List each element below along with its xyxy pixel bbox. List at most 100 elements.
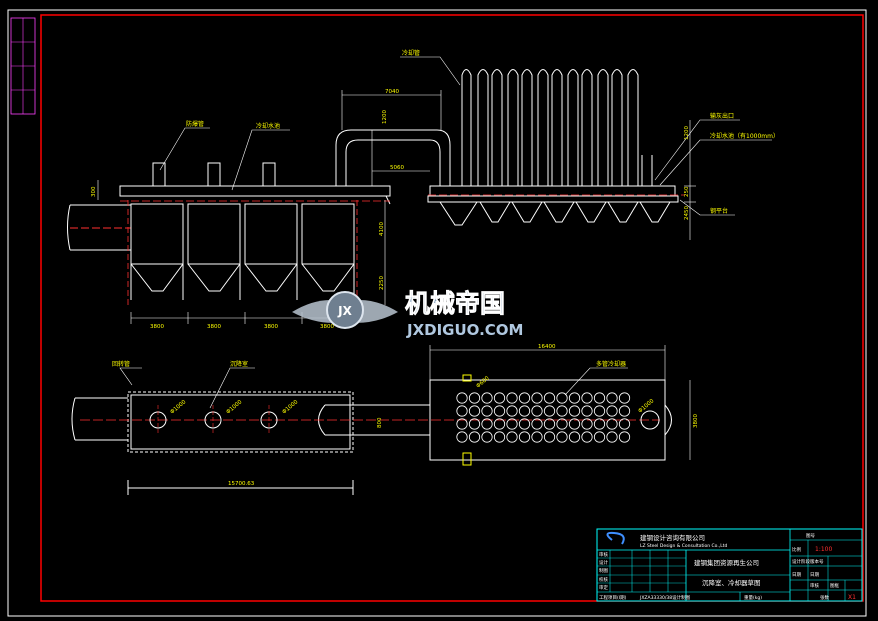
dim-800: 800 bbox=[377, 417, 383, 428]
cooler-tube bbox=[606, 392, 618, 404]
label-settling-chamber: 沉降室 bbox=[230, 360, 248, 368]
dim-phi600: Φ600 bbox=[475, 375, 491, 389]
label-cooling-pipe: 冷却管 bbox=[402, 49, 420, 57]
tb-stage-label: 设计阶段 bbox=[792, 558, 810, 565]
cooler-tube bbox=[543, 405, 556, 417]
tb-left-row-2: 设计 bbox=[599, 559, 608, 566]
cooler-tube bbox=[568, 431, 581, 443]
dim-1200-top: 1200 bbox=[382, 110, 388, 124]
cooler-tube bbox=[456, 418, 468, 430]
tb-right-row-1: 版本号 bbox=[810, 558, 824, 565]
dim-250: 250 bbox=[684, 186, 690, 197]
cooler-tube bbox=[618, 431, 631, 443]
watermark-title: 机械帝国 bbox=[405, 289, 505, 318]
cooler-tube bbox=[606, 405, 618, 417]
dim-2250: 2250 bbox=[379, 276, 385, 290]
cooler-tube bbox=[618, 392, 631, 404]
cooler-tube bbox=[593, 431, 606, 443]
cooler-tube bbox=[618, 418, 631, 430]
label-ash-outlet: 输灰出口 bbox=[710, 112, 734, 120]
cooler-tube bbox=[481, 392, 493, 404]
dim-3800-b: 3800 bbox=[207, 324, 221, 330]
cooler-tube bbox=[481, 418, 493, 430]
dim-4100: 4100 bbox=[379, 222, 385, 236]
tb-left-row-1: 审核 bbox=[599, 551, 608, 558]
cooler-tube bbox=[481, 431, 493, 443]
cooler-tube bbox=[581, 405, 593, 417]
label-rotary-pipe: 回转管 bbox=[112, 360, 130, 368]
dim-phi1000-c: Φ1000 bbox=[281, 399, 299, 416]
gear-emblem-icon bbox=[326, 291, 364, 329]
cooler-tube bbox=[543, 418, 556, 430]
tb-footer-note: 工程项目(Ⅰ期) bbox=[599, 594, 627, 601]
cooler-tube bbox=[493, 405, 506, 417]
tb-right-row-4: 图框 bbox=[830, 582, 839, 589]
cooler-tube bbox=[618, 405, 631, 417]
cooler-tube bbox=[493, 392, 506, 404]
cooler-tube bbox=[468, 431, 481, 443]
cooler-tube bbox=[606, 431, 618, 443]
dim-300-left: 300 bbox=[91, 186, 97, 197]
cooler-tube bbox=[531, 431, 543, 443]
watermark-emblem: JX bbox=[337, 304, 352, 318]
watermark: JX 机械帝国 JXDIGUO.COM bbox=[292, 289, 523, 339]
dim-5060: 5060 bbox=[390, 165, 404, 171]
cooler-tube bbox=[543, 392, 556, 404]
dim-3800-d: 3800 bbox=[320, 324, 334, 330]
label-explosion-vent: 防爆管 bbox=[186, 120, 204, 128]
cooler-tube bbox=[581, 392, 593, 404]
cooler-tube bbox=[506, 431, 518, 443]
tb-scale-value: 1:100 bbox=[815, 546, 832, 553]
cooler-tube bbox=[493, 418, 506, 430]
cooler-tube bbox=[556, 405, 568, 417]
cooler-tube bbox=[556, 431, 568, 443]
cooler-tube bbox=[581, 418, 593, 430]
dim-3800-c: 3800 bbox=[264, 324, 278, 330]
dim-phi1000-a: Φ1000 bbox=[169, 399, 187, 416]
label-cooling-water-tank-right: 冷却水池（有1000mm） bbox=[710, 132, 779, 140]
cooler-tube bbox=[506, 418, 518, 430]
cooler-tube bbox=[518, 418, 531, 430]
title-block: 建钢设计咨询有限公司 LZ Steel Design & Consultatio… bbox=[596, 528, 863, 602]
tb-sheet-value: X1 bbox=[848, 594, 856, 601]
tb-left-row-4: 校核 bbox=[599, 576, 608, 583]
cooler-tube bbox=[456, 405, 468, 417]
tb-company: 建钢设计咨询有限公司 bbox=[640, 533, 705, 542]
tb-left-row-3: 制图 bbox=[599, 567, 608, 574]
dim-phi1000-b: Φ1000 bbox=[225, 399, 243, 416]
tb-left-row-5: 审定 bbox=[599, 584, 608, 591]
cooler-tube bbox=[531, 418, 543, 430]
settling-chamber-elevation bbox=[67, 129, 451, 305]
cooler-tube bbox=[506, 392, 518, 404]
tb-footer-no: JXZA33330/38设计制图 bbox=[639, 594, 691, 601]
tb-weight-label: 重量(kg) bbox=[744, 594, 762, 601]
cooler-tube-array bbox=[456, 392, 631, 443]
dim-1200-right: 1200 bbox=[684, 126, 690, 140]
cooler-tube bbox=[556, 418, 568, 430]
tb-company-en: LZ Steel Design & Consultation Co.,Ltd bbox=[640, 543, 727, 549]
cooler-tube bbox=[518, 405, 531, 417]
cooler-tube bbox=[468, 418, 481, 430]
tb-scale-label: 比例 bbox=[792, 546, 801, 553]
cooler-tube bbox=[568, 418, 581, 430]
cooler-tube bbox=[556, 392, 568, 404]
cooler-tube bbox=[518, 431, 531, 443]
tb-drawing-title: 沉降室、冷却器草图 bbox=[702, 578, 761, 587]
cooler-tube bbox=[531, 405, 543, 417]
cooler-tube bbox=[468, 405, 481, 417]
dim-15700: 15700.63 bbox=[228, 481, 255, 487]
cooler-tube bbox=[506, 405, 518, 417]
cooler-tube bbox=[593, 418, 606, 430]
cooler-tube bbox=[593, 392, 606, 404]
cooler-tube bbox=[568, 392, 581, 404]
plan-view-settling-chamber bbox=[71, 391, 660, 495]
cooler-tube bbox=[581, 431, 593, 443]
tb-sheet-label: 张数 bbox=[820, 594, 829, 601]
cooler-tube bbox=[468, 392, 481, 404]
cooler-tube bbox=[531, 392, 543, 404]
leader-lines bbox=[119, 56, 772, 409]
cooler-tube bbox=[568, 405, 581, 417]
company-logo-icon bbox=[606, 531, 625, 545]
dim-3800-plan: 3800 bbox=[693, 414, 699, 428]
drawing-frame bbox=[7, 9, 867, 617]
